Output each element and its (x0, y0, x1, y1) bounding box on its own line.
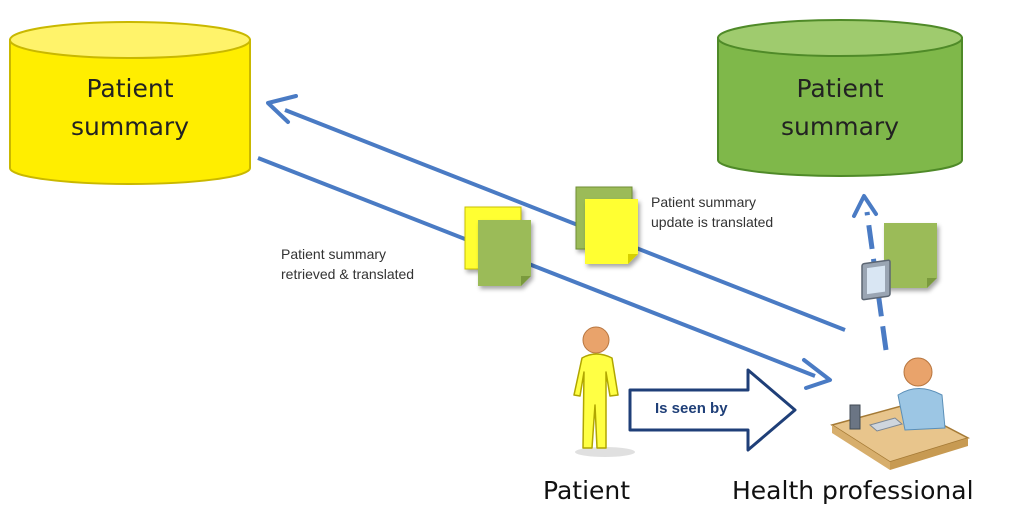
patient-label: Patient (543, 476, 631, 505)
document-icon-green-upload (884, 223, 937, 288)
health-professional-label: Health professional (732, 476, 974, 505)
document-icon-yellow-update (585, 199, 638, 264)
left-db-label-line1: Patient (86, 74, 174, 103)
right-db-label-line1: Patient (796, 74, 884, 103)
update-note-line2: update is translated (651, 214, 774, 230)
is-seen-by-label: Is seen by (655, 400, 728, 417)
patient-summary-db-right (717, 19, 963, 177)
retrieved-note-line2: retrieved & translated (281, 266, 415, 282)
patient-figure-icon (573, 326, 635, 457)
document-icon-green-retrieved (478, 220, 531, 286)
update-note: Patient summary update is translated (651, 192, 773, 232)
is-seen-by-arrow (628, 368, 797, 452)
left-db-label-line2: summary (71, 112, 189, 141)
right-db-label: Patient summary (760, 70, 920, 146)
health-professional-figure-icon (830, 259, 970, 470)
retrieve-arrow (257, 156, 832, 390)
update-arrow (266, 94, 846, 332)
patient-summary-db-left (9, 21, 251, 185)
left-db-label: Patient summary (50, 70, 210, 146)
retrieved-note: Patient summary retrieved & translated (281, 244, 414, 284)
retrieved-note-line1: Patient summary (281, 246, 387, 262)
update-note-line1: Patient summary (651, 194, 757, 210)
right-db-label-line2: summary (781, 112, 899, 141)
